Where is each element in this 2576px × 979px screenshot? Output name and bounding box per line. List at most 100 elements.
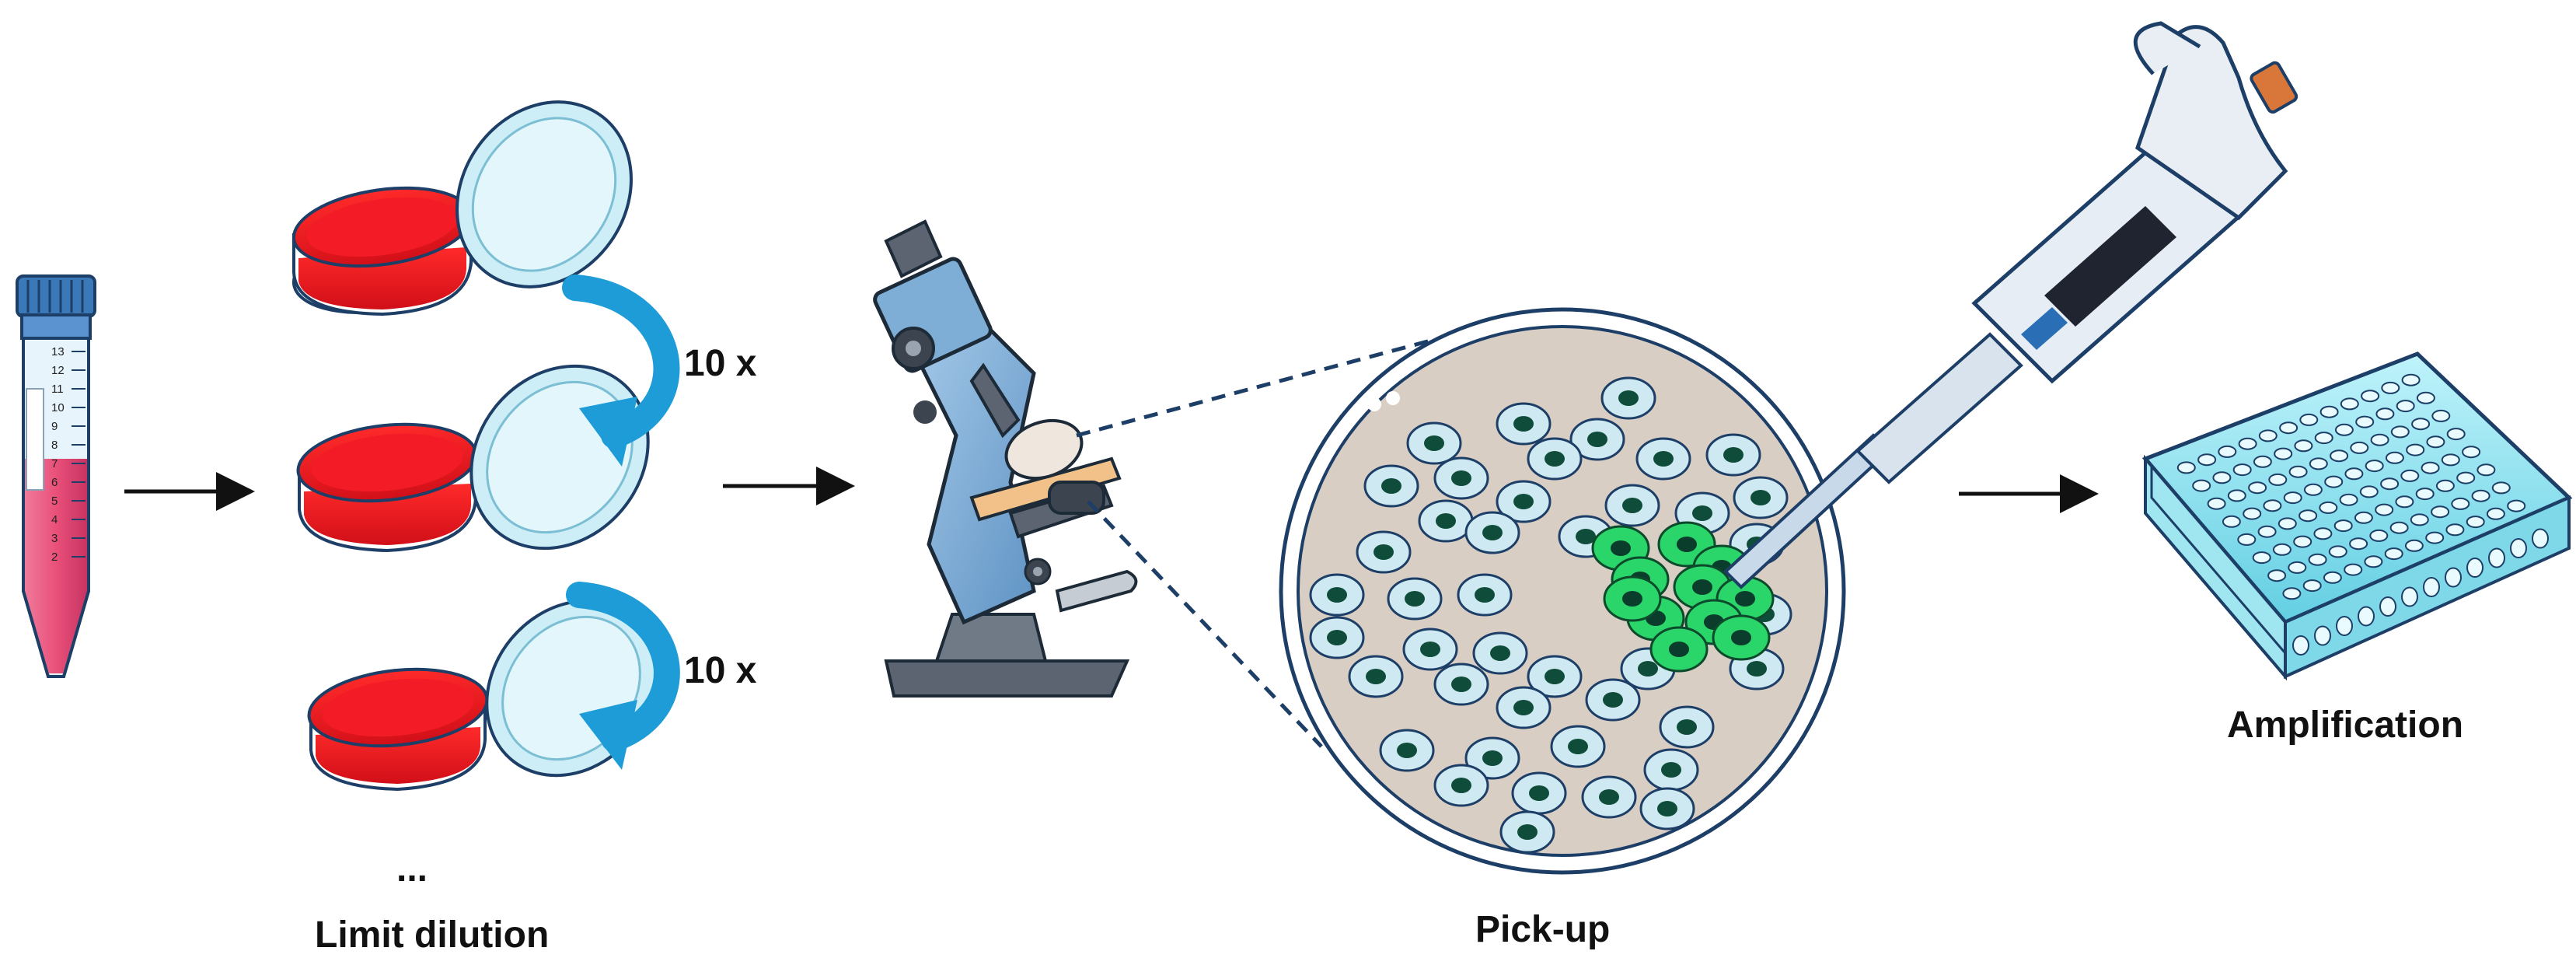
side-well — [2423, 577, 2440, 597]
cell-nucleus — [1513, 494, 1534, 509]
well — [2293, 535, 2312, 548]
side-well — [2336, 616, 2353, 636]
well — [2344, 563, 2363, 576]
well — [2319, 405, 2339, 418]
cell-nucleus — [1545, 669, 1565, 684]
cell-nucleus — [1568, 739, 1588, 754]
cell-nucleus — [1475, 587, 1495, 603]
well — [2395, 495, 2414, 509]
cell-nucleus — [1482, 525, 1503, 540]
well — [2238, 437, 2257, 450]
well — [2486, 507, 2505, 520]
cell-nucleus — [1451, 470, 1471, 486]
curved-arrow-icon-2 — [566, 582, 680, 770]
cell-nucleus — [1618, 390, 1639, 406]
side-well — [2358, 606, 2375, 627]
tube-scale-label: 5 — [51, 495, 58, 508]
cell-nucleus — [1545, 451, 1565, 467]
well — [2222, 515, 2241, 528]
cell-nucleus — [1692, 505, 1712, 521]
well — [2176, 461, 2196, 474]
cell-nucleus — [1750, 490, 1771, 505]
colony-nucleus — [1735, 591, 1755, 607]
well — [2344, 467, 2364, 481]
well — [2456, 471, 2476, 484]
well — [2389, 521, 2409, 534]
pipette-icon — [1723, 21, 2299, 589]
well-plate-icon — [2141, 351, 2573, 681]
tube-scale-label: 6 — [51, 476, 58, 489]
well — [2340, 397, 2359, 411]
well — [2272, 543, 2292, 556]
well — [2365, 460, 2384, 473]
well — [2446, 428, 2466, 441]
cell-nucleus — [1420, 642, 1440, 657]
cell-nucleus — [1381, 478, 1401, 494]
well — [2400, 469, 2420, 482]
cell-nucleus — [1482, 750, 1503, 766]
tube-scale-label: 2 — [51, 551, 58, 564]
tube-scale-label: 9 — [51, 420, 58, 433]
well — [2375, 503, 2394, 516]
cell-nucleus — [1424, 435, 1444, 451]
well — [2313, 527, 2333, 540]
well — [2390, 425, 2410, 439]
colony-nucleus — [1692, 579, 1712, 595]
well — [2404, 539, 2424, 552]
well — [2401, 373, 2421, 386]
well — [2314, 432, 2333, 445]
cell-nucleus — [1638, 661, 1658, 677]
well — [2192, 479, 2211, 492]
well — [2441, 453, 2460, 467]
colony-nucleus — [1731, 630, 1751, 645]
cell-nucleus — [1747, 661, 1767, 677]
well — [2283, 491, 2302, 505]
cell-nucleus — [1451, 778, 1471, 793]
colony-nucleus — [1677, 537, 1697, 552]
well — [2435, 479, 2455, 492]
centrifuge-tube-icon — [16, 274, 96, 678]
well — [2355, 415, 2375, 428]
well — [2288, 465, 2308, 478]
well — [2274, 447, 2293, 460]
cell-nucleus — [1513, 700, 1534, 715]
well — [2232, 463, 2252, 477]
well — [2319, 501, 2338, 514]
well — [2426, 435, 2445, 449]
well — [2411, 418, 2431, 431]
well — [2431, 505, 2450, 519]
magnified-dish-icon — [1279, 307, 1846, 875]
well — [2323, 571, 2342, 584]
well — [2309, 457, 2328, 470]
cell-nucleus — [1436, 513, 1456, 529]
cell-nucleus — [1513, 416, 1534, 432]
colony-icon — [1591, 521, 1775, 673]
well — [2406, 443, 2425, 456]
well — [2267, 569, 2287, 582]
cell-nucleus — [1529, 785, 1549, 801]
cell-nucleus — [1517, 824, 1538, 840]
well — [2243, 507, 2262, 520]
well — [2477, 463, 2496, 477]
amplification-label: Amplification — [2227, 705, 2464, 746]
tube-scale-label: 3 — [51, 532, 58, 545]
well — [2324, 475, 2344, 488]
well — [2364, 555, 2383, 568]
well — [2431, 409, 2451, 422]
well — [2302, 579, 2322, 593]
well — [2339, 493, 2358, 506]
cell-nucleus — [1603, 692, 1623, 708]
well — [2381, 381, 2400, 394]
well — [2385, 451, 2404, 464]
well — [2253, 455, 2272, 468]
well — [2471, 489, 2490, 502]
pick-up-label: Pick-up — [1475, 909, 1611, 950]
repeat-label-1: 10 x — [684, 343, 757, 384]
well — [2328, 545, 2347, 558]
cell-nucleus — [1327, 587, 1347, 603]
well — [2278, 517, 2297, 530]
tube-scale-label: 7 — [51, 457, 58, 470]
well — [2294, 439, 2313, 453]
well — [2350, 441, 2369, 454]
tube-scale-label: 13 — [51, 345, 65, 358]
